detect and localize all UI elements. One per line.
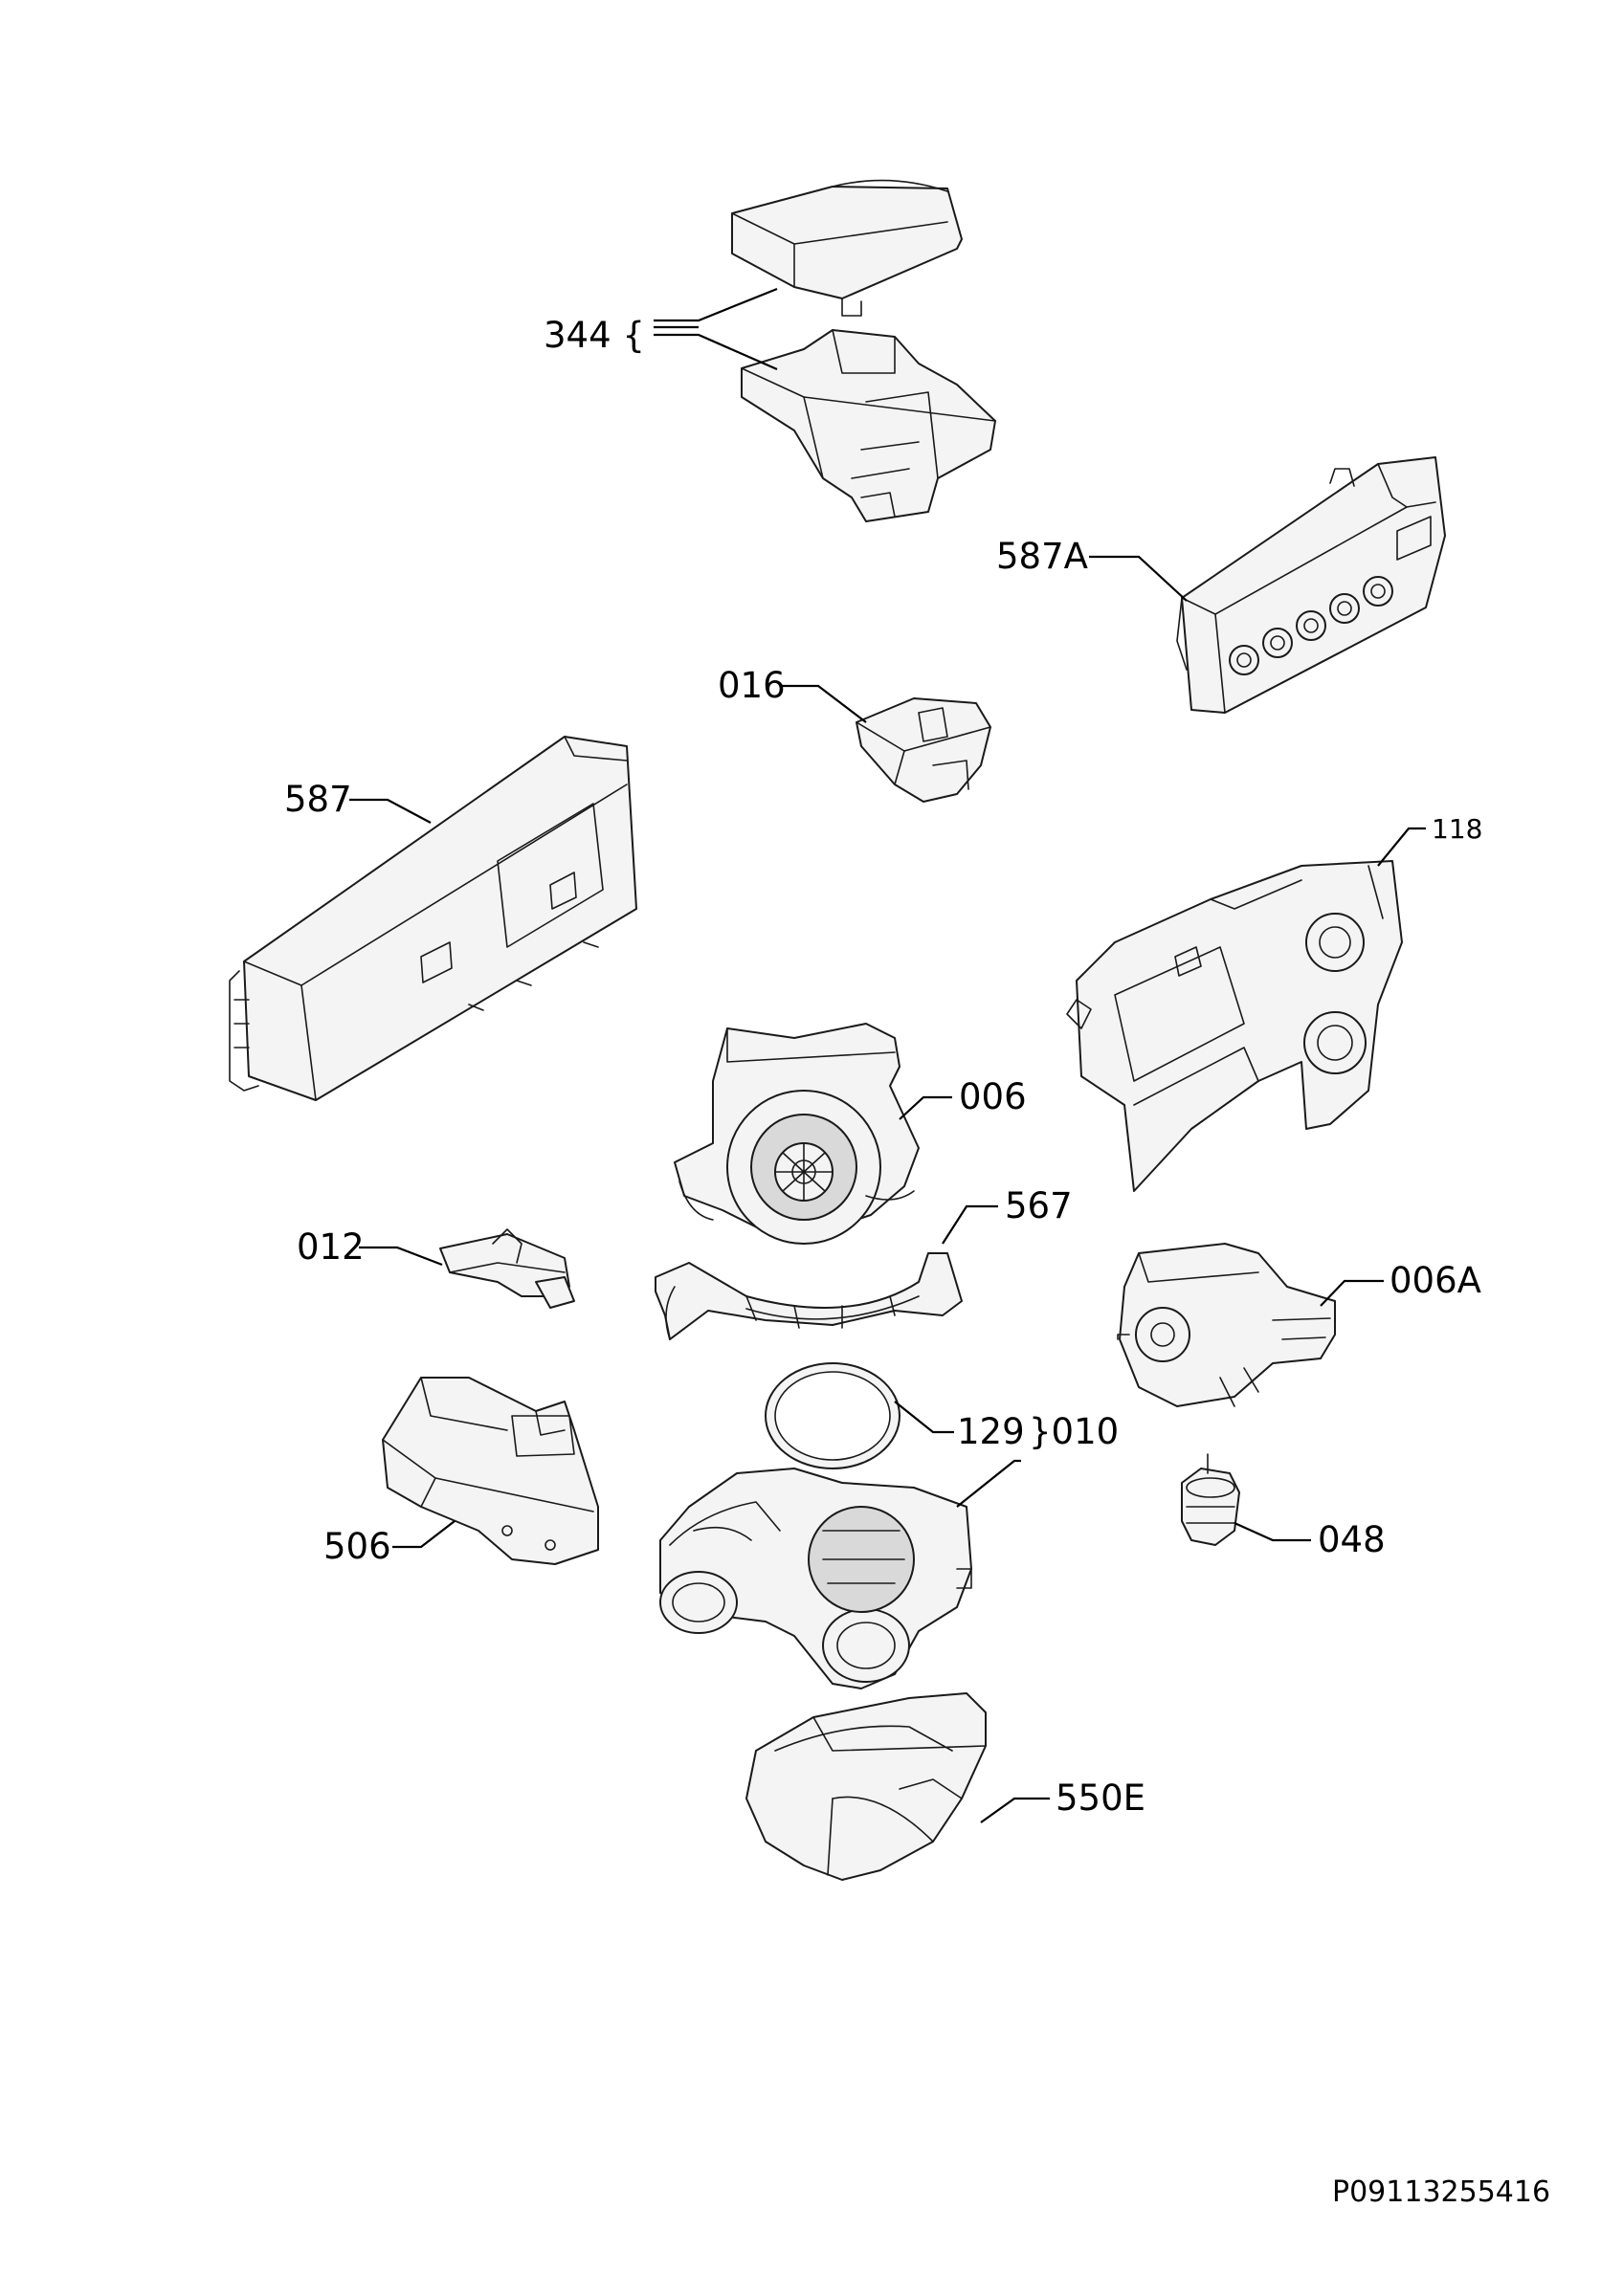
- part-587-electronic-box: [229, 736, 637, 1101]
- callout-006A: 006A: [1390, 1260, 1481, 1301]
- callout-118: 118: [1432, 813, 1482, 845]
- part-010-heat-pump: [659, 1468, 972, 1689]
- callout-587A: 587A: [996, 536, 1088, 577]
- part-006A-drain-pump: [1117, 1243, 1336, 1407]
- callout-048: 048: [1318, 1519, 1386, 1560]
- part-550E-cover: [745, 1692, 987, 1881]
- callout-012: 012: [297, 1226, 365, 1268]
- part-344-module: [741, 329, 996, 522]
- callout-010: }010: [1029, 1411, 1119, 1452]
- part-048-pressure-switch: [1181, 1453, 1240, 1546]
- callout-587: 587: [284, 779, 352, 820]
- part-016-switch: [856, 697, 991, 803]
- part-118-dispenser: [1066, 860, 1403, 1192]
- part-344-cover: [731, 179, 963, 317]
- leader-lines: [349, 287, 1426, 1823]
- callout-506: 506: [323, 1526, 391, 1567]
- callout-labels: 344 { 587A 016 587 118 006 567 012 006A …: [284, 315, 1482, 1819]
- callout-567: 567: [1005, 1185, 1073, 1226]
- part-567-bracket: [655, 1252, 963, 1340]
- callout-006: 006: [959, 1076, 1027, 1117]
- part-587A-control-board: [1176, 456, 1446, 714]
- part-006-pump: [674, 1023, 920, 1245]
- callout-344: 344 {: [544, 315, 645, 356]
- document-id: P09113255416: [1332, 2175, 1550, 2209]
- part-506-tray: [382, 1377, 599, 1565]
- callout-016: 016: [718, 665, 786, 706]
- callout-550E: 550E: [1056, 1777, 1145, 1819]
- callout-129: 129: [957, 1411, 1025, 1452]
- part-012-sensor: [439, 1228, 575, 1309]
- part-129-seal-ring: [765, 1362, 900, 1469]
